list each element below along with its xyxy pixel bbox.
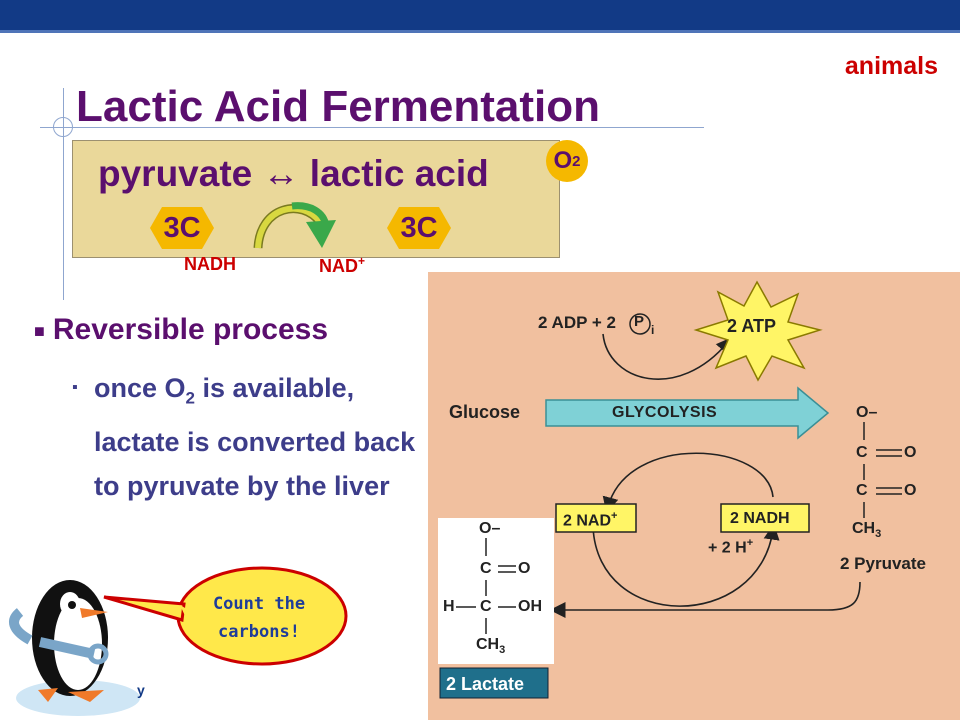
nadh-box [720, 503, 810, 533]
lactate-structure-bonds [456, 538, 516, 634]
nad-cycle-arc-top [602, 452, 774, 514]
proton-label: + 2 H+ [708, 537, 753, 557]
pyruvate-c2: C [856, 482, 868, 499]
atp-starburst-icon [693, 280, 823, 382]
product-carbon-hexagon: 3C [387, 207, 451, 249]
nad-label-sup: + [358, 254, 366, 268]
reversible-arrow-icon: ↔ [262, 153, 300, 194]
penguin-mascot-icon [9, 566, 348, 716]
reactant-label: pyruvate [98, 153, 253, 194]
pyruvate-ch3-text: CH [852, 520, 876, 537]
lactate-ch3-text: CH [476, 636, 500, 653]
nad-cycle-arc-bottom [592, 523, 780, 607]
nad-label: NAD+ [319, 254, 365, 277]
pyruvate-label: 2 Pyruvate [840, 554, 926, 573]
pyruvate-o-minus: O– [856, 404, 878, 421]
nad-box-label-sup: + [611, 510, 618, 522]
crosshair-icon [53, 117, 73, 137]
lactate-structure-panel [438, 518, 554, 664]
bullet-sub-part1: once O [94, 373, 186, 403]
nadh-label: NADH [184, 254, 236, 274]
pyruvate-to-lactate-arrow [549, 581, 861, 618]
nad-label-text: NAD [319, 256, 358, 276]
bullet-sub-part2: is available, lactate is converted back … [94, 373, 416, 502]
adp-label-text: 2 ADP + 2 [538, 313, 616, 332]
product-label: lactic acid [309, 153, 489, 194]
title-rule-vertical [63, 88, 64, 300]
speech-bubble-text: Count the carbons! [184, 590, 334, 646]
top-banner [0, 0, 960, 30]
slide-title: Lactic Acid Fermentation [76, 82, 601, 131]
phosphate-subscript: i [651, 323, 655, 337]
lactate-c1: C [480, 560, 492, 577]
speech-bubble-line2: carbons! [218, 622, 300, 642]
bullet-sub-subscript: 2 [185, 388, 195, 408]
lactate-ch3-sub: 3 [499, 644, 506, 657]
lactate-label-bar [439, 667, 549, 699]
nadh-box-label: 2 NADH [730, 510, 790, 527]
pyruvate-ch3: CH3 [852, 520, 881, 540]
nad-box-label-text: 2 NAD [563, 512, 612, 530]
footer-fragment: y [137, 682, 145, 698]
nadh-cycle-arrow-icon [253, 202, 336, 249]
phosphate-circle-icon [629, 313, 651, 335]
lactate-ch3: CH3 [476, 636, 505, 656]
proton-label-sup: + [746, 537, 754, 549]
nad-box [555, 503, 637, 533]
oxygen-subscript: 2 [572, 152, 581, 170]
sub-bullet-icon: ▪ [72, 379, 78, 396]
title-rule-horizontal [40, 127, 704, 128]
glycolysis-label: GLYCOLYSIS [612, 404, 718, 421]
bullet-sub: ▪ once O2 is available, lactate is conve… [72, 366, 432, 508]
pyruvate-o1: O [904, 444, 917, 461]
lactate-o1: O [518, 560, 531, 577]
reactant-carbon-hexagon: 3C [150, 207, 214, 249]
pyruvate-c1: C [856, 444, 868, 461]
pyruvate-ch3-sub: 3 [875, 528, 882, 541]
bullet-main: ■ Reversible process [34, 313, 328, 347]
atp-cycle-arc [602, 333, 733, 380]
top-banner-stripe [0, 30, 960, 33]
phosphate-symbol: P [634, 313, 645, 330]
oxygen-symbol: O [553, 147, 573, 174]
proton-label-text: + 2 H [708, 539, 747, 557]
lactate-c2: C [480, 598, 492, 615]
adp-label: 2 ADP + 2 [538, 313, 616, 333]
speech-bubble-line1: Count the [212, 594, 306, 614]
lactate-o-minus: O– [479, 520, 501, 537]
atp-label: 2 ATP [727, 316, 777, 336]
equation-line: pyruvate ↔ lactic acid [98, 153, 489, 195]
bullet-sub-text: once O2 is available, lactate is convert… [72, 366, 432, 508]
lactate-h: H [443, 598, 455, 615]
bullet-main-text: Reversible process [52, 313, 329, 346]
pyruvate-o2: O [904, 482, 917, 499]
nad-box-label: 2 NAD+ [563, 510, 617, 530]
glycolysis-arrow-icon [545, 386, 830, 440]
lactate-oh: OH [518, 598, 542, 615]
glycolysis-diagram [439, 280, 902, 699]
equation-panel [72, 140, 560, 258]
lactate-label: 2 Lactate [446, 674, 525, 694]
corner-tag: animals [844, 52, 938, 80]
square-bullet-icon: ■ [34, 320, 45, 341]
glucose-label: Glucose [449, 402, 521, 422]
